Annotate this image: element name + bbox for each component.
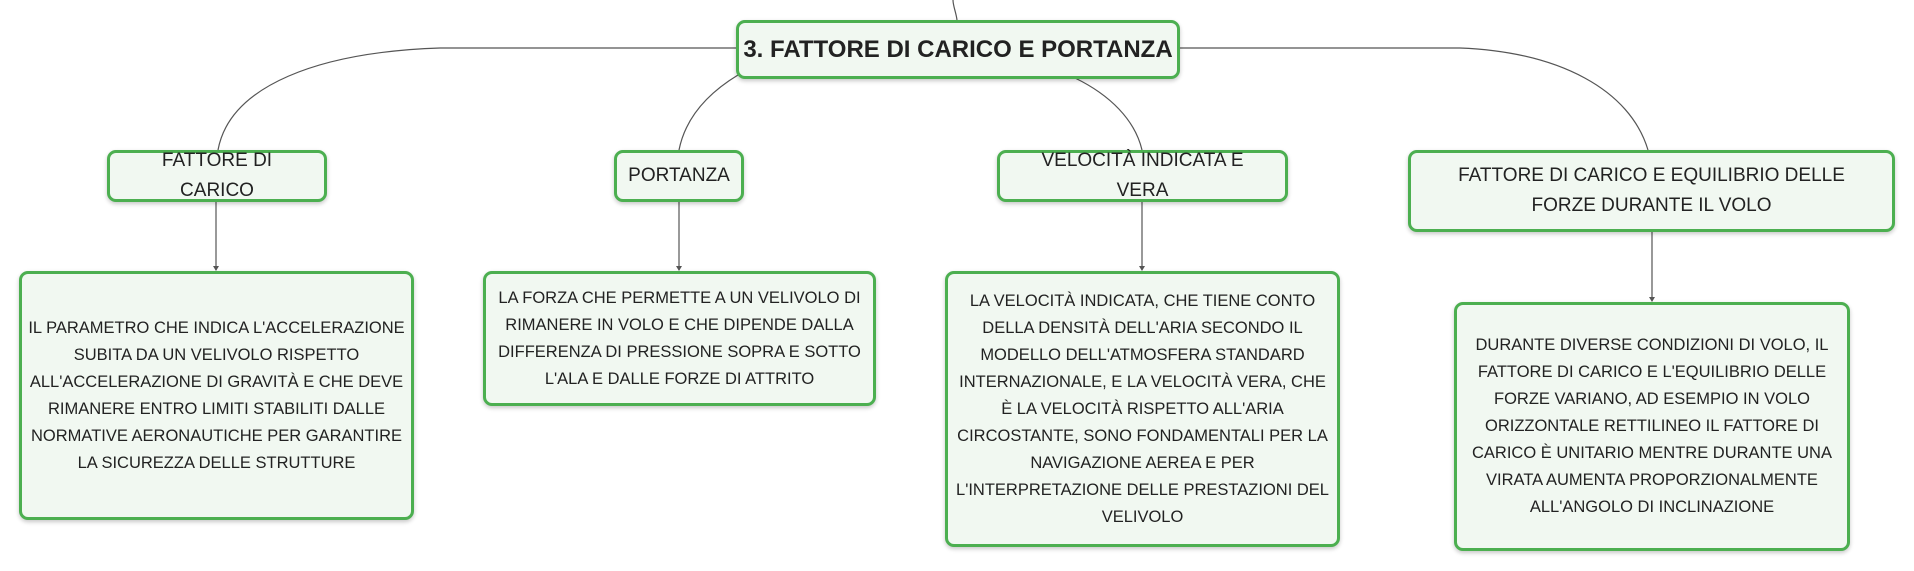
connector-parent-to-root — [952, 0, 958, 21]
leaf-description: IL PARAMETRO CHE INDICA L'ACCELERAZIONE … — [28, 318, 405, 472]
branch-node-velocita-indicata-e-vera[interactable]: VELOCITÀ INDICATA E VERA — [997, 150, 1288, 202]
leaf-node-equilibrio-delle-forze[interactable]: DURANTE DIVERSE CONDIZIONI DI VOLO, IL F… — [1454, 302, 1850, 551]
connector-root-to-portanza — [678, 74, 739, 151]
leaf-description: LA FORZA CHE PERMETTE A UN VELIVOLO DI R… — [498, 288, 861, 388]
branch-label: FATTORE DI CARICO — [161, 150, 273, 201]
branch-node-portanza[interactable]: PORTANZA — [614, 150, 744, 202]
branch-label: FATTORE DI CARICO E EQUILIBRIO DELLE FOR… — [1458, 165, 1845, 216]
connector-root-to-fattore-di-carico — [217, 47, 737, 151]
root-topic-node[interactable]: 3. FATTORE DI CARICO E PORTANZA — [736, 20, 1180, 79]
branch-node-fattore-di-carico[interactable]: FATTORE DI CARICO — [107, 150, 327, 202]
leaf-node-portanza[interactable]: LA FORZA CHE PERMETTE A UN VELIVOLO DI R… — [483, 271, 876, 406]
arrowhead-branch-2 — [676, 266, 682, 271]
leaf-description: LA VELOCITÀ INDICATA, CHE TIENE CONTO DE… — [956, 291, 1329, 526]
leaf-node-fattore-di-carico[interactable]: IL PARAMETRO CHE INDICA L'ACCELERAZIONE … — [19, 271, 414, 520]
branch-label: VELOCITÀ INDICATA E VERA — [1041, 150, 1244, 201]
leaf-node-velocita-indicata-e-vera[interactable]: LA VELOCITÀ INDICATA, CHE TIENE CONTO DE… — [945, 271, 1340, 547]
arrowhead-branch-1 — [213, 266, 219, 271]
leaf-description: DURANTE DIVERSE CONDIZIONI DI VOLO, IL F… — [1472, 336, 1832, 516]
connector-root-to-velocita — [1074, 77, 1143, 151]
branch-label: PORTANZA — [628, 165, 730, 186]
connector-root-to-equilibrio — [1180, 47, 1649, 151]
branch-node-equilibrio-delle-forze[interactable]: FATTORE DI CARICO E EQUILIBRIO DELLE FOR… — [1408, 150, 1895, 232]
arrowhead-branch-3 — [1139, 266, 1145, 271]
arrowhead-branch-4 — [1649, 297, 1655, 302]
root-topic-title: 3. FATTORE DI CARICO E PORTANZA — [743, 35, 1173, 63]
